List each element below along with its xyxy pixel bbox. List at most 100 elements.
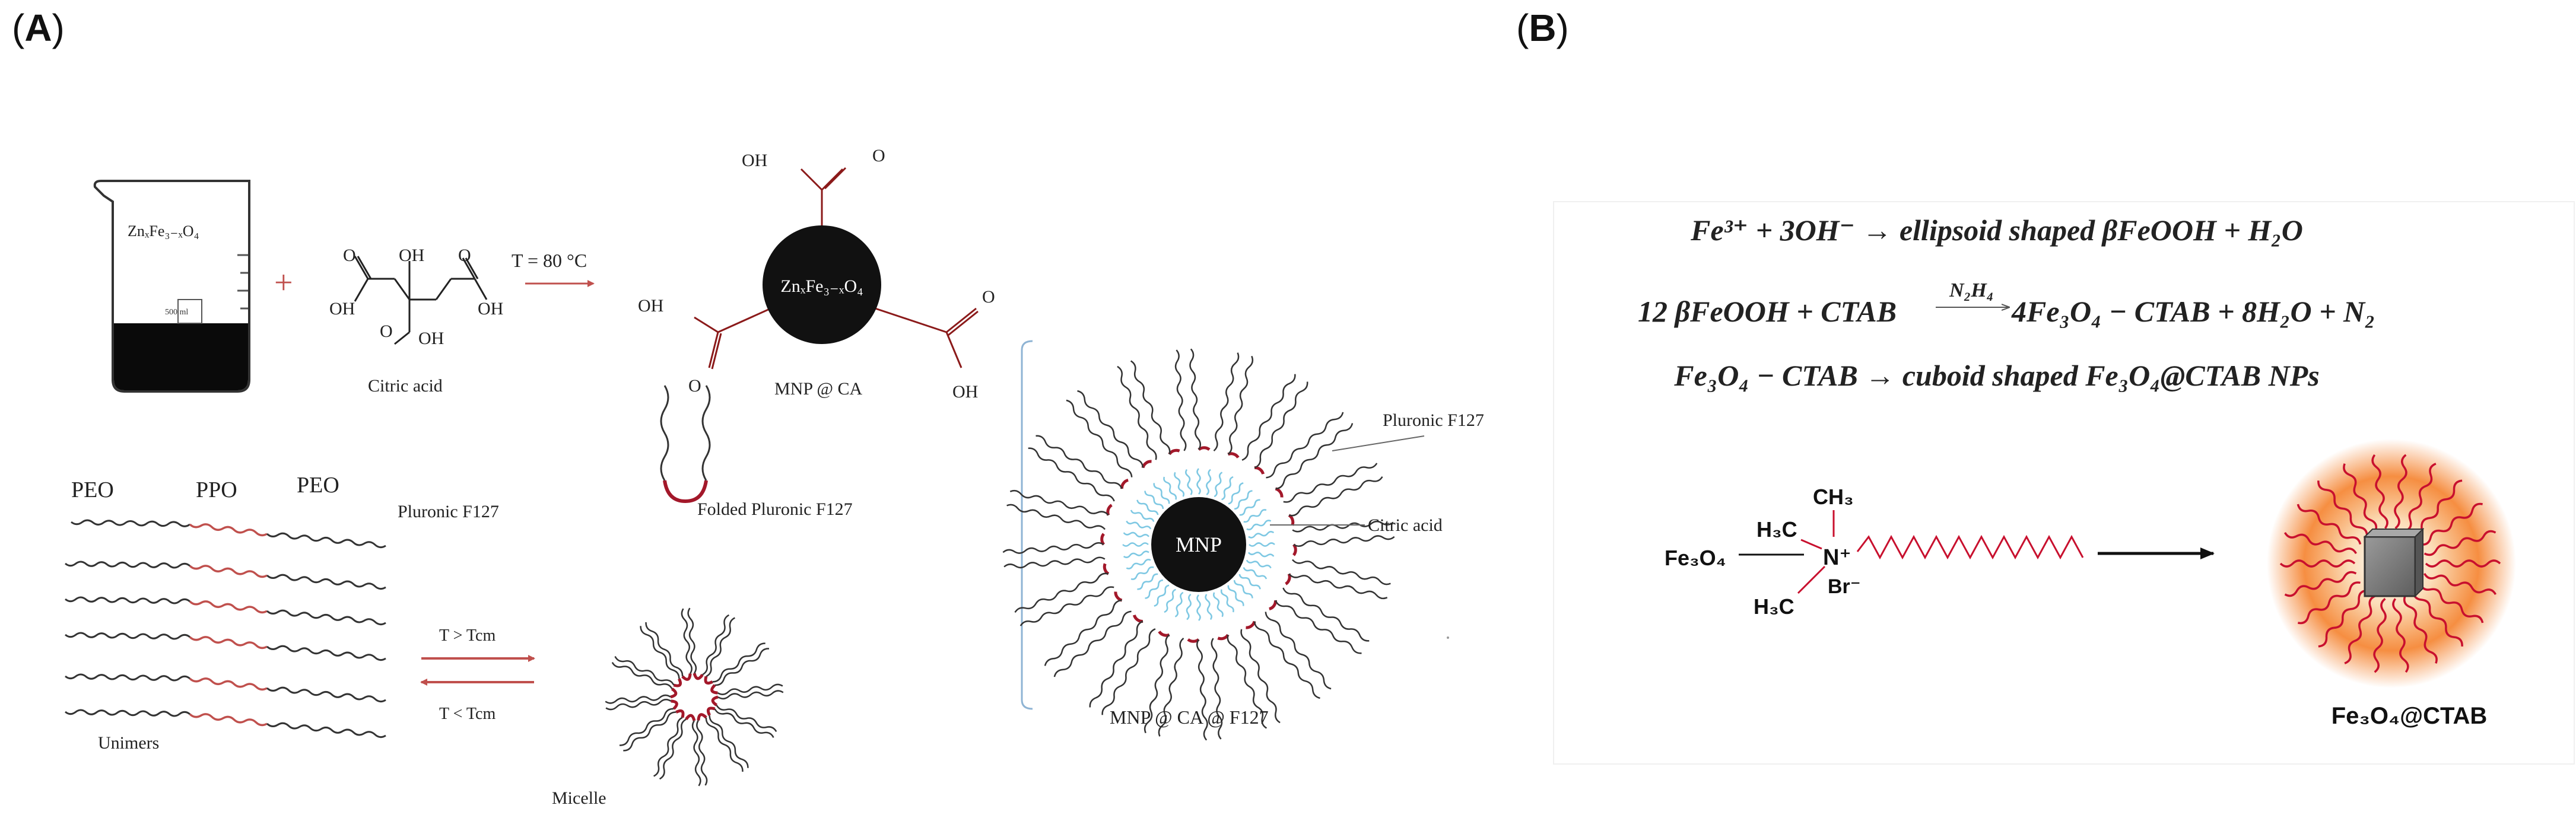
equation-3: Fe₃O₄ − CTAB → cuboid shaped Fe₃O₄@CTAB … — [1673, 359, 2320, 392]
mnp-ca-structure — [694, 167, 979, 370]
citric-acid-strand — [1196, 594, 1201, 621]
ctab-tail — [2425, 559, 2501, 568]
f127-arm — [1006, 504, 1106, 530]
mnp-ca-o-left: O — [688, 376, 701, 396]
citric-acid-strand — [1221, 476, 1234, 501]
citric-acid-strand — [1130, 510, 1155, 522]
beaker — [93, 180, 250, 393]
micelle-arm — [702, 614, 730, 676]
citric-acid-strand — [1233, 580, 1253, 599]
ctab-tail — [2298, 581, 2361, 625]
micelle-core-segment — [671, 699, 678, 710]
f127-arm — [1227, 634, 1268, 729]
f127-arm — [1282, 587, 1370, 642]
micelle-arm — [640, 626, 680, 679]
ctab-h3c-bottom: H₃C — [1754, 594, 1794, 619]
anchor-segment — [1285, 573, 1291, 585]
ca-oh-left: OH — [329, 299, 355, 319]
f127-arm — [1292, 520, 1394, 533]
ppo-segment — [189, 713, 268, 727]
f127-arm — [1265, 612, 1332, 690]
ctab-tail — [2394, 454, 2407, 529]
f127-arm — [1283, 463, 1378, 503]
micelle-arm — [653, 717, 683, 777]
ppo-segment — [189, 523, 268, 537]
f127-arm — [1213, 352, 1240, 452]
anchor-segment — [1227, 452, 1240, 459]
panel-a-label: (A) — [12, 6, 65, 50]
ctab-n-plus: N⁺ — [1823, 545, 1851, 570]
f127-arm — [1275, 423, 1354, 490]
product-cube — [2363, 527, 2425, 598]
ppo-segment — [189, 565, 268, 578]
panel-b-label: (B) — [1516, 6, 1569, 50]
peo-right-label: PEO — [297, 473, 339, 498]
anchor-segment — [1132, 615, 1144, 623]
ctab-tail — [2413, 479, 2463, 538]
micelle-arm — [659, 718, 687, 780]
f127-arm — [1144, 634, 1170, 734]
final-pluronic-label: Pluronic F127 — [1383, 410, 1484, 430]
anchor-segment — [1158, 631, 1170, 637]
citric-acid-strand — [1220, 589, 1234, 613]
citric-acid-strand — [1144, 491, 1164, 510]
mnp-ca-oh-top: OH — [742, 151, 767, 170]
citric-acid-strand — [1234, 490, 1253, 510]
ctab-tail — [2373, 598, 2387, 673]
f127-arm — [1196, 639, 1208, 741]
micelle-arm — [716, 705, 777, 733]
citric-acid-strand — [1137, 573, 1158, 590]
peo-segment — [65, 561, 190, 569]
micelle-structure — [605, 607, 784, 787]
citric-acid-strand — [1145, 579, 1164, 599]
equation-2-left: 12 βFeOOH + CTAB — [1638, 295, 1897, 328]
panel-b-paren-open: ( — [1516, 7, 1529, 49]
peo-segment — [65, 596, 190, 604]
citric-acid-strand — [1239, 499, 1260, 516]
unimer-chains — [65, 519, 386, 738]
anchor-segment — [1141, 460, 1152, 469]
f127-arm — [1101, 628, 1156, 715]
beaker-volume: 500 ml — [165, 308, 188, 317]
ppo-label: PPO — [196, 478, 237, 502]
ctab-tail — [2344, 594, 2376, 664]
f127-arm — [1227, 355, 1254, 455]
f127-arm — [1014, 572, 1109, 613]
citric-acid-strand — [1243, 509, 1267, 523]
final-citric-label: Citric acid — [1368, 515, 1443, 535]
f127-arm — [1174, 349, 1187, 451]
micelle-core-segment — [685, 714, 696, 721]
ca-o1: O — [343, 246, 356, 265]
unimers-label: Unimers — [98, 733, 159, 753]
ctab-tail — [2371, 454, 2388, 529]
ctab-alkyl-chain — [1856, 534, 2084, 560]
ppo-segment — [189, 600, 268, 614]
citric-acid-strand — [1228, 482, 1244, 505]
f127-arm — [1077, 390, 1144, 468]
citric-acid-strand — [1246, 559, 1272, 569]
f127-arm — [1130, 360, 1171, 455]
f127-arm — [1240, 629, 1281, 724]
folded-label: Folded Pluronic F127 — [697, 499, 853, 519]
ppo-segment — [189, 636, 268, 650]
micelle-arm — [714, 648, 770, 686]
micelle-core-segment — [697, 713, 707, 721]
citric-acid-strand — [1227, 585, 1244, 606]
micelle-arm — [687, 607, 697, 674]
citric-acid-strand — [1214, 472, 1223, 498]
final-core — [1151, 497, 1246, 592]
anchor-segment — [1106, 504, 1113, 516]
peo-segment — [266, 645, 386, 661]
ctab-tail — [2412, 590, 2463, 647]
ctab-bond-h3c-top — [1800, 539, 1822, 550]
mnp-ca-f127-structure — [1002, 348, 1395, 741]
anchor-segment — [1120, 478, 1129, 489]
anchor-segment — [1217, 634, 1230, 641]
f127-arm — [1288, 476, 1383, 517]
ca-oh-bottom: OH — [418, 329, 444, 348]
citric-acid-strand — [1206, 469, 1212, 496]
mnp-core-label: ZnₓFe₃₋ₓO₄ — [780, 276, 863, 296]
f127-arm — [1275, 600, 1362, 654]
f127-arm — [1288, 573, 1388, 600]
ctab-bond-h3c-bottom — [1797, 565, 1826, 594]
